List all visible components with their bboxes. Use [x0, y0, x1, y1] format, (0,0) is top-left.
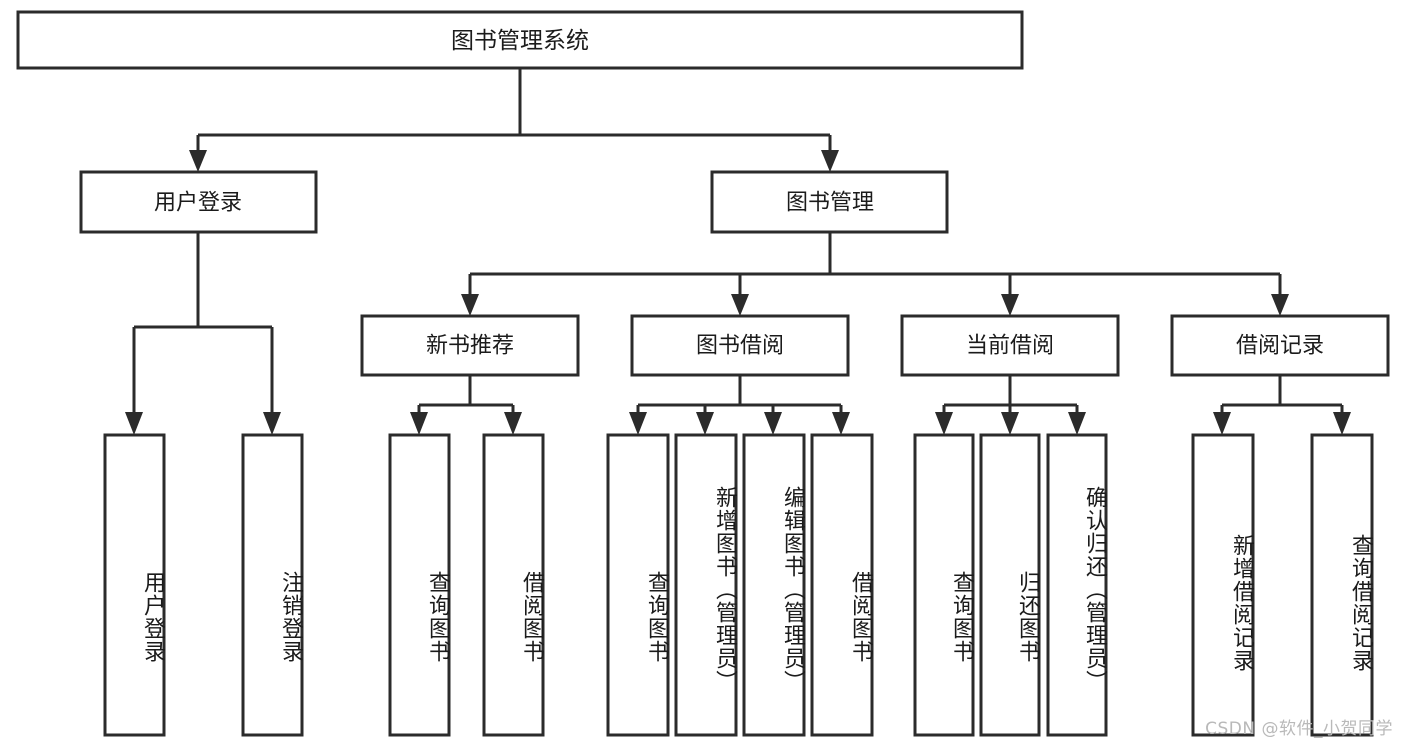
- csdn-watermark: CSDN @软件_小贺同学: [1205, 719, 1393, 739]
- node-borrow-record-box[interactable]: [1170, 314, 1390, 377]
- leaf-box-logout[interactable]: [241, 433, 304, 737]
- node-borrow-record-label: 借阅记录: [1236, 334, 1324, 359]
- arrow-head-new-book: [461, 294, 479, 316]
- arrow-head-currentborrow-leaf-1: [935, 412, 953, 435]
- arrow-head-bookborrow-leaf-4: [832, 412, 850, 435]
- arrow-head-bookborrow-leaf-2: [696, 412, 714, 435]
- leaf-box-newbook-borrow-book[interactable]: [482, 433, 545, 737]
- node-new-book-recommend-box[interactable]: [360, 314, 580, 377]
- node-current-borrow[interactable]: 当前借阅: [900, 314, 1120, 377]
- node-current-borrow-label: 当前借阅: [966, 334, 1054, 359]
- arrow-head-bookborrow-leaf-1: [629, 412, 647, 435]
- leaf-box-current-confirm-return[interactable]: [1046, 433, 1108, 737]
- leaf-box-borrow-query-book[interactable]: [606, 433, 670, 737]
- arrow-head-borrowrecord-leaf-2: [1333, 412, 1351, 435]
- node-user-login-box[interactable]: [79, 170, 318, 234]
- arrow-head-book-manage: [821, 150, 839, 172]
- leaf-boxes: [103, 433, 1374, 737]
- node-book-manage-box[interactable]: [710, 170, 949, 234]
- arrow-head-currentborrow-leaf-2: [1001, 412, 1019, 435]
- node-borrow-record[interactable]: 借阅记录: [1170, 314, 1390, 377]
- leaf-box-current-query-book[interactable]: [913, 433, 975, 737]
- leaf-box-newbook-query-book[interactable]: [388, 433, 451, 737]
- arrow-head-current-borrow: [1001, 294, 1019, 316]
- node-new-book-recommend[interactable]: 新书推荐: [360, 314, 580, 377]
- leaf-box-record-add-record[interactable]: [1191, 433, 1255, 737]
- node-book-manage[interactable]: 图书管理: [710, 170, 949, 234]
- node-book-borrow-label: 图书借阅: [696, 334, 784, 359]
- node-user-login[interactable]: 用户登录: [79, 170, 318, 234]
- arrow-head-leaf-user-login: [125, 412, 143, 435]
- arrow-head-book-borrow: [731, 294, 749, 316]
- leaf-box-borrow-edit-book[interactable]: [742, 433, 806, 737]
- node-root-system-box[interactable]: [16, 10, 1024, 70]
- leaf-box-user-login[interactable]: [103, 433, 166, 737]
- arrow-head-newbook-leaf-2: [504, 412, 522, 435]
- node-new-book-recommend-label: 新书推荐: [426, 334, 514, 359]
- connectors: [125, 68, 1351, 435]
- node-book-borrow[interactable]: 图书借阅: [630, 314, 850, 377]
- node-current-borrow-box[interactable]: [900, 314, 1120, 377]
- arrow-head-user-login: [189, 150, 207, 172]
- leaf-box-current-return-book[interactable]: [979, 433, 1041, 737]
- node-root-system[interactable]: 图书管理系统: [16, 10, 1024, 70]
- arrow-head-borrowrecord-leaf-1: [1213, 412, 1231, 435]
- arrow-head-borrow-record: [1271, 294, 1289, 316]
- node-book-manage-label: 图书管理: [786, 191, 874, 216]
- node-book-borrow-box[interactable]: [630, 314, 850, 377]
- leaf-box-borrow-borrow-book[interactable]: [810, 433, 874, 737]
- leaf-box-borrow-add-book[interactable]: [674, 433, 738, 737]
- leaf-box-record-query-record[interactable]: [1310, 433, 1374, 737]
- node-root-system-label: 图书管理系统: [451, 28, 589, 54]
- arrow-head-newbook-leaf-1: [410, 412, 428, 435]
- arrow-head-leaf-logout: [263, 412, 281, 435]
- arrow-head-currentborrow-leaf-3: [1068, 412, 1086, 435]
- arrow-head-bookborrow-leaf-3: [764, 412, 782, 435]
- node-user-login-label: 用户登录: [154, 191, 242, 216]
